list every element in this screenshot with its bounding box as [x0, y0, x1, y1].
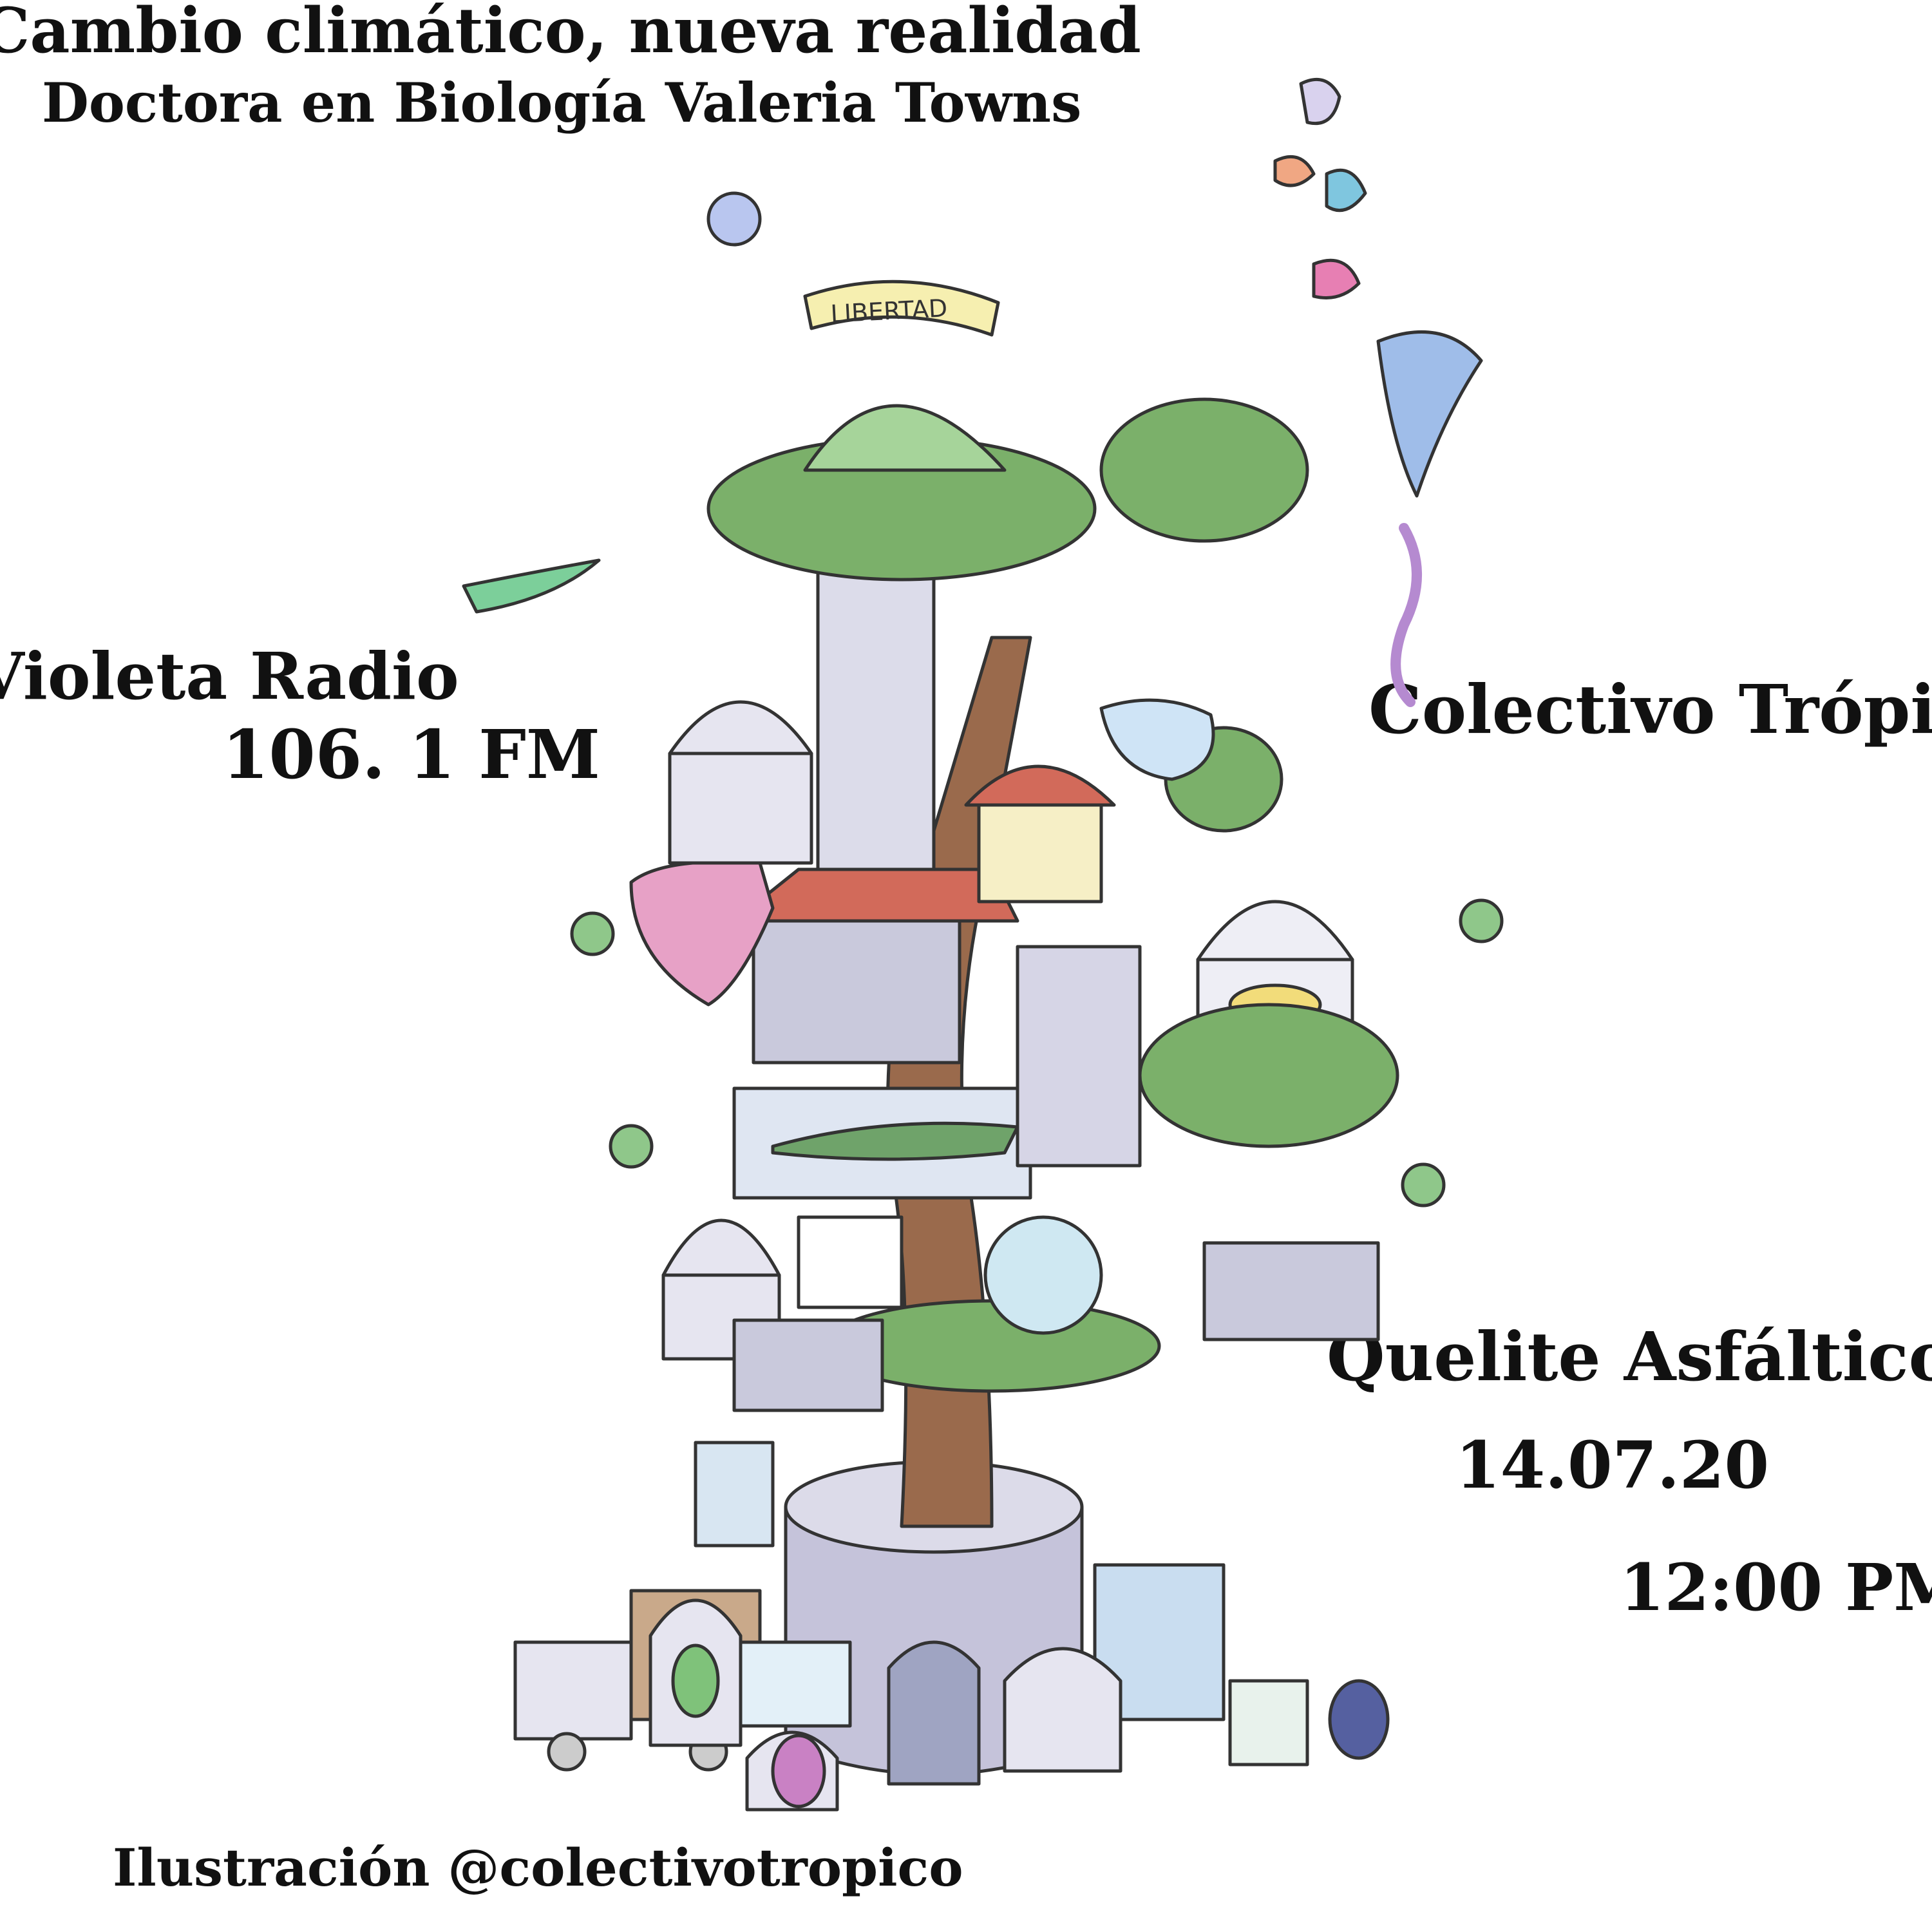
bird-icon — [1325, 168, 1367, 213]
gorilla-pink — [771, 1734, 826, 1808]
event-time: 12:00 PM — [1620, 1549, 1932, 1625]
pink-scroll — [629, 860, 775, 1007]
building-lower-left — [732, 1318, 884, 1412]
cage-snake — [1003, 1647, 1122, 1773]
tree-city-illustration: LIBERTAD — [462, 77, 1504, 1812]
jar-turtles — [1228, 1679, 1309, 1766]
bird-icon — [1299, 77, 1341, 126]
building-lower-center — [797, 1215, 904, 1309]
tower-building-top — [816, 558, 936, 871]
bird-icon — [1273, 155, 1316, 187]
aquarium-left — [739, 1640, 852, 1728]
phoenix-icon — [1376, 330, 1483, 498]
virus-icon — [1459, 898, 1504, 943]
poster-subtitle: Doctora en Biología Valeria Towns — [42, 71, 1082, 135]
roof-middle — [732, 867, 1019, 923]
parrot — [671, 1643, 720, 1718]
fishbowl — [983, 1215, 1103, 1335]
green-hill — [803, 404, 1007, 472]
organizer-quelite-asfaltico: Quelite Asfáltico — [1327, 1317, 1932, 1396]
water-drop — [1099, 698, 1215, 781]
moon-icon — [706, 191, 762, 247]
virus-icon — [1401, 1162, 1446, 1208]
cage-people — [668, 700, 813, 865]
crocodile — [771, 1121, 1019, 1161]
virus-icon — [609, 1124, 654, 1169]
organizer-colectivo-tropico: Colectivo Trópico — [1368, 670, 1932, 749]
event-date: 14.07.20 — [1455, 1427, 1770, 1503]
libertad-banner-text: LIBERTAD — [830, 294, 949, 328]
building-lower-right — [1202, 1241, 1380, 1341]
jar-airplane — [694, 1441, 775, 1548]
radio-frequency: 106. 1 FM — [222, 715, 601, 794]
house-yellow — [977, 803, 1103, 904]
roof-yellow-house — [964, 764, 1116, 807]
tower-building-right — [1016, 945, 1142, 1168]
green-bird-icon — [462, 558, 601, 614]
house-middle — [752, 919, 961, 1065]
poster-title: Cambio climático, nueva realidad — [0, 0, 1141, 67]
gorilla — [1328, 1679, 1390, 1760]
worm-icon — [1390, 523, 1422, 707]
foliage-upper-right — [1099, 397, 1309, 543]
bird-icon — [1312, 258, 1361, 299]
radio-station-name: Violeta Radio — [0, 638, 459, 714]
foliage-right — [1138, 1003, 1399, 1148]
illustration-credit: Ilustración @colectivotropico — [113, 1837, 963, 1898]
libertad-banner — [803, 279, 1000, 337]
virus-icon — [570, 911, 615, 956]
